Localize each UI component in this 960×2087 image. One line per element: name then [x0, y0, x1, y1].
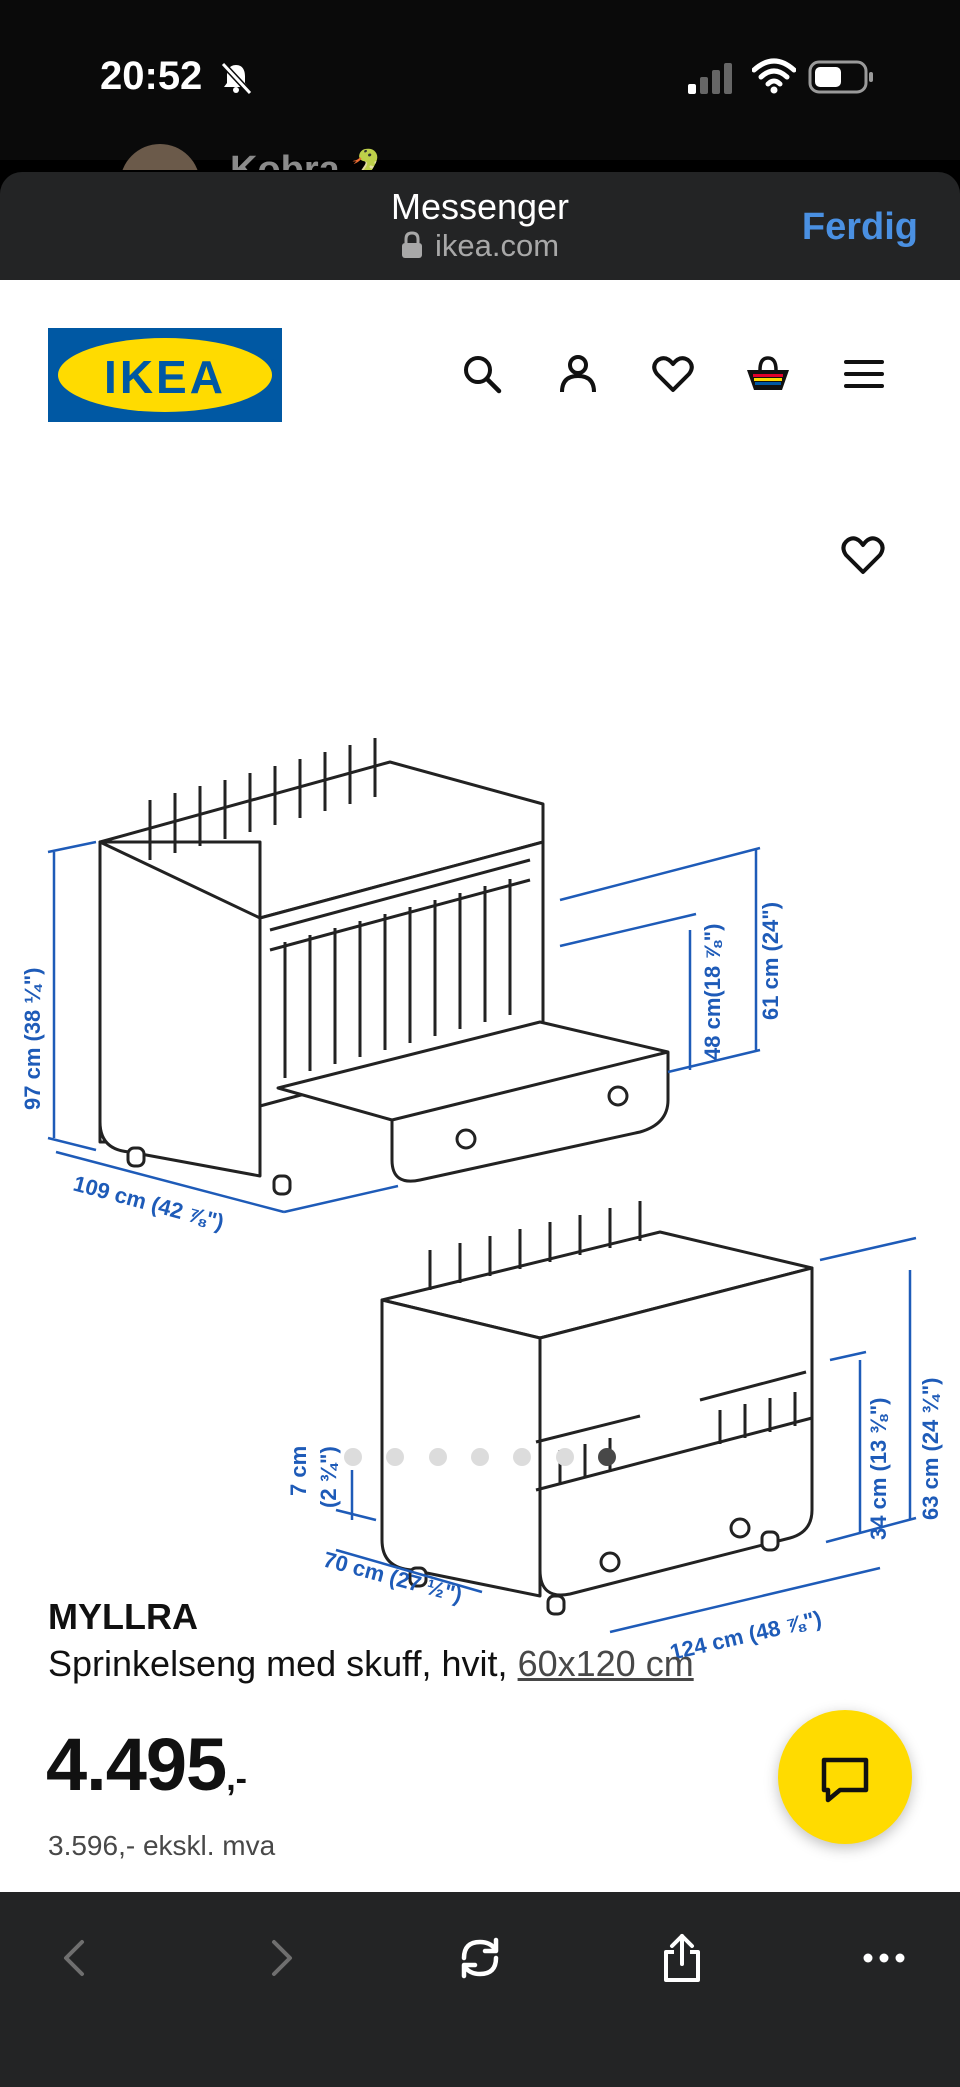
image-carousel-dots	[0, 1448, 960, 1471]
dim-crib-height: 97 cm (38 ¼")	[20, 967, 45, 1110]
more-icon[interactable]	[856, 1930, 912, 1986]
dim-total-height: 63 cm (24 ¾")	[918, 1377, 943, 1520]
price-amount: 4.495	[46, 1723, 227, 1806]
browser-url: ikea.com	[0, 228, 960, 264]
reload-icon[interactable]	[452, 1930, 508, 1986]
product-description-text: Sprinkelseng med skuff, hvit,	[48, 1643, 518, 1684]
carousel-dot[interactable]	[343, 1448, 362, 1466]
browser-toolbar	[0, 1892, 960, 2087]
add-to-wishlist-icon[interactable]	[838, 530, 888, 580]
product-price: 4.495,-	[46, 1722, 247, 1807]
wifi-icon	[752, 58, 796, 94]
logo-registered-mark: ®	[268, 358, 276, 369]
dim-leg-height-in: (2 ¾")	[316, 1446, 341, 1508]
price-ex-vat: 3.596,- ekskl. mva	[48, 1830, 276, 1861]
product-description: Sprinkelseng med skuff, hvit, 60x120 cm	[48, 1643, 694, 1685]
chat-contact-name: Kobra 🐍	[230, 149, 398, 170]
logo-oval	[58, 338, 272, 412]
product-dimension-image[interactable]: 97 cm (38 ¼") 109 cm (42 ⅞") 48 cm(18 ⅞"…	[0, 460, 960, 1700]
account-icon[interactable]	[554, 350, 602, 398]
carousel-dot[interactable]	[513, 1448, 532, 1466]
price-suffix: ,-	[226, 1760, 247, 1798]
carousel-dot[interactable]	[428, 1448, 447, 1466]
carousel-dot[interactable]	[386, 1448, 405, 1466]
cart-icon[interactable]	[744, 350, 792, 398]
dim-leg-height: 7 cm	[286, 1446, 311, 1496]
chat-button[interactable]	[778, 1710, 912, 1844]
carousel-dot[interactable]	[555, 1448, 574, 1466]
web-page: IKEA ®	[0, 280, 960, 1892]
browser-header: Messenger ikea.com Ferdig	[0, 172, 960, 280]
status-time: 20:52	[100, 54, 203, 98]
status-bar: 20:52	[0, 0, 960, 160]
back-icon[interactable]	[48, 1930, 104, 1986]
search-icon[interactable]	[458, 350, 506, 398]
dim-mattress-height: 48 cm(18 ⅞")	[700, 924, 725, 1060]
dim-side-height: 61 cm (24")	[758, 902, 783, 1020]
carousel-dot[interactable]	[471, 1448, 489, 1466]
dim-rail-height: 34 cm (13 ⅜")	[866, 1397, 891, 1540]
forward-icon[interactable]	[252, 1930, 308, 1986]
battery-icon	[808, 60, 873, 94]
browser-app-title: Messenger	[390, 186, 570, 227]
logo-word: IKEA	[104, 351, 226, 403]
carousel-dot-active[interactable]	[598, 1448, 617, 1466]
done-button[interactable]: Ferdig	[801, 206, 918, 248]
product-name: MYLLRA	[48, 1596, 198, 1637]
dim-crib-length: 109 cm (42 ⅞")	[71, 1171, 227, 1235]
menu-icon[interactable]	[840, 350, 888, 398]
signal-icon	[688, 63, 732, 94]
wishlist-icon[interactable]	[649, 350, 697, 398]
chat-icon	[821, 1757, 869, 1803]
product-size-link[interactable]: 60x120 cm	[517, 1643, 694, 1684]
lock-icon	[401, 231, 422, 258]
share-icon[interactable]	[654, 1930, 710, 1986]
messenger-peek: Kobra 🐍	[0, 130, 960, 170]
avatar	[120, 144, 200, 170]
url-text: ikea.com	[434, 228, 560, 263]
ikea-logo[interactable]: IKEA ®	[48, 328, 282, 422]
bell-muted-icon	[220, 61, 253, 96]
